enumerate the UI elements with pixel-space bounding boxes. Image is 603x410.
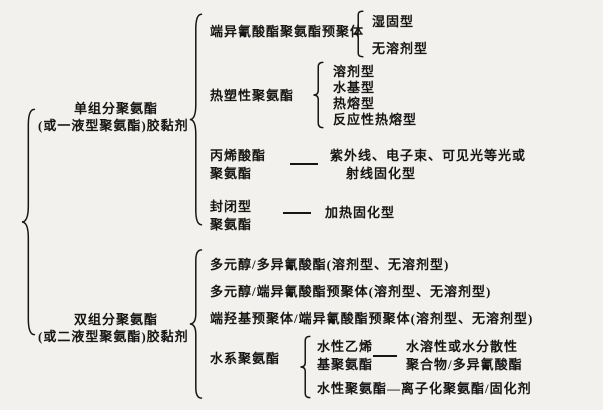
waterborne-pu-label: 水系聚氨酯 bbox=[210, 351, 281, 366]
ionized-pu-label: 水性聚氨酯—离子化聚氨酯/固化剂 bbox=[317, 381, 532, 396]
root-brace-icon bbox=[20, 108, 36, 336]
water-dispersible-label-line1: 水溶性或水分散性 bbox=[406, 339, 519, 354]
water-dispersible-label-line2: 聚合物/多异氰酸酯 bbox=[406, 357, 523, 372]
radiation-cure-type-label-line1: 紫外线、电子束、可见光等光或 bbox=[330, 148, 527, 163]
vinyl-pu-label-line1: 水性乙烯 bbox=[317, 339, 374, 354]
connector-line bbox=[373, 355, 397, 357]
blocked-pu-label-line1: 封闭型 bbox=[210, 199, 253, 214]
group1-brace-icon bbox=[188, 13, 203, 226]
radiation-cure-type-label-line2: 射线固化型 bbox=[346, 166, 417, 181]
connector-line bbox=[283, 212, 311, 214]
acrylate-pu-label-line1: 丙烯酸酯 bbox=[210, 148, 267, 163]
hot-melt-type-label: 热熔型 bbox=[333, 96, 376, 111]
group2-brace-icon bbox=[188, 249, 203, 399]
waterborne-pu-brace-icon bbox=[299, 336, 311, 398]
thermoplastic-pu-brace-icon bbox=[312, 62, 324, 128]
group2-title-line1: 双组分聚氨酯 bbox=[74, 312, 159, 327]
thermoplastic-pu-label: 热塑性聚氨酯 bbox=[210, 88, 295, 103]
group2-title-line2: (或二液型聚氨酯)胶黏剂 bbox=[38, 329, 189, 344]
solvent-type-label: 溶剂型 bbox=[333, 64, 376, 79]
hydroxyl-prepolymer-label: 端羟基预聚体/端异氰酸酯预聚体(溶剂型、无溶剂型) bbox=[210, 311, 534, 326]
water-based-type-label: 水基型 bbox=[333, 80, 376, 95]
solvent-free-type-label: 无溶剂型 bbox=[372, 41, 429, 56]
moisture-cure-type-label: 湿固型 bbox=[372, 14, 415, 29]
isocyanate-prepolymer-label: 端异氰酸酯聚氨酯预聚体 bbox=[210, 24, 365, 39]
acrylate-pu-label-line2: 聚氨酯 bbox=[210, 166, 253, 181]
blocked-pu-label-line2: 聚氨酯 bbox=[210, 217, 253, 232]
group1-title-line1: 单组分聚氨酯 bbox=[74, 101, 159, 116]
vinyl-pu-label-line2: 基聚氨酯 bbox=[317, 357, 374, 372]
polyol-prepolymer-label: 多元醇/端异氰酸酯预聚体(溶剂型、无溶剂型) bbox=[210, 284, 492, 299]
polyol-polyisocyanate-label: 多元醇/多异氰酸酯(溶剂型、无溶剂型) bbox=[210, 257, 450, 272]
heat-cure-type-label: 加热固化型 bbox=[325, 205, 396, 220]
connector-line bbox=[290, 163, 318, 165]
group1-title-line2: (或一液型聚氨酯)胶黏剂 bbox=[38, 118, 189, 133]
isocyanate-prepolymer-brace-icon bbox=[352, 11, 364, 57]
reactive-hot-melt-type-label: 反应性热熔型 bbox=[333, 112, 418, 127]
